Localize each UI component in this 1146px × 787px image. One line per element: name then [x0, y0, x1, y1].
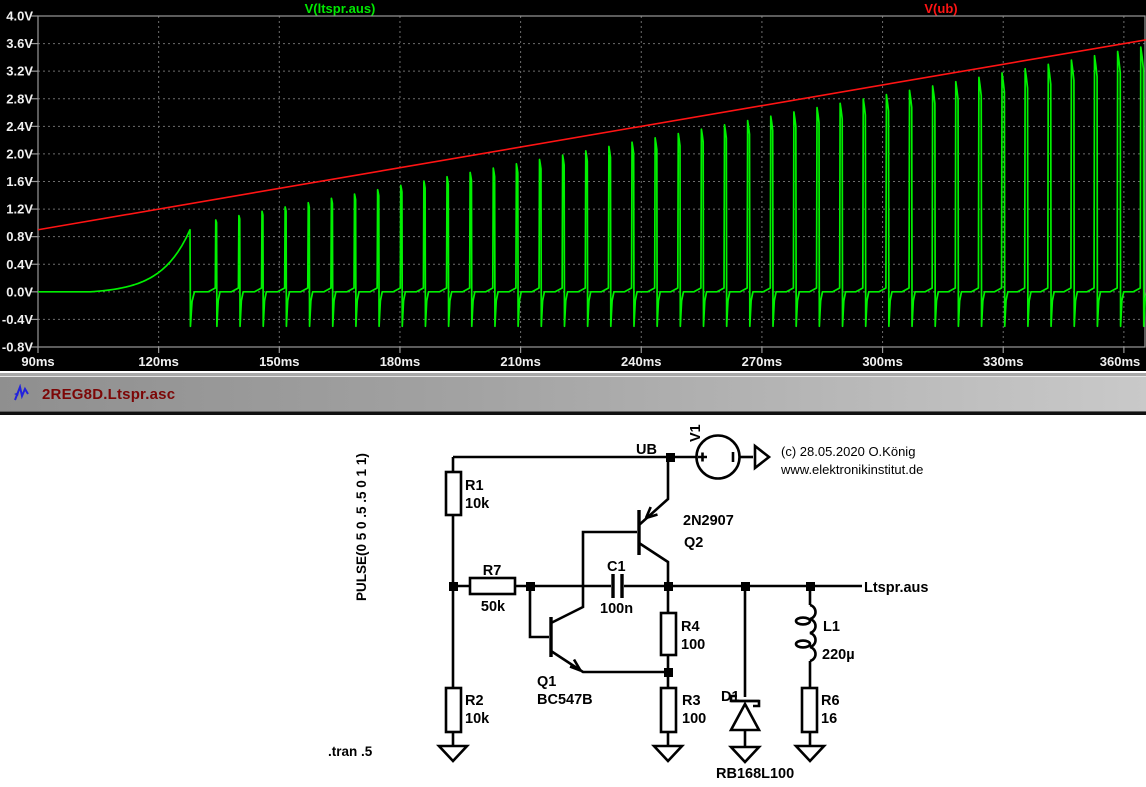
x-axis-label: 150ms	[259, 354, 299, 369]
ltspice-schematic-icon	[14, 384, 29, 401]
q1-value: BC547B	[537, 692, 593, 708]
transistor-q2[interactable]: 2N2907 Q2	[637, 506, 734, 555]
x-axis-label: 90ms	[21, 354, 54, 369]
voltage-source-v1[interactable]: V1	[688, 424, 741, 480]
schematic-canvas[interactable]: R1 10k R2 10k R7 50k C1 100n	[0, 415, 1146, 787]
y-axis-label: 2.8V	[6, 91, 33, 106]
x-axis-label: 360ms	[1100, 354, 1140, 369]
x-axis-label: 270ms	[742, 354, 782, 369]
y-axis-label: -0.8V	[2, 340, 33, 355]
copyright-line2: www.elektronikinstitut.de	[780, 462, 923, 477]
tran-directive: .tran .5	[328, 744, 373, 759]
x-axis-label: 240ms	[621, 354, 661, 369]
r2-value: 10k	[465, 711, 490, 727]
resistor-r6[interactable]: R6 16	[800, 686, 840, 734]
r6-ref: R6	[821, 693, 840, 709]
q2-ref: Q2	[684, 535, 703, 551]
trace-label[interactable]: V(ub)	[924, 1, 957, 16]
resistor-r2[interactable]: R2 10k	[444, 686, 490, 734]
y-axis-label: 2.4V	[6, 119, 33, 134]
r6-value: 16	[821, 711, 837, 727]
v1-ref: V1	[688, 424, 704, 442]
schematic-titlebar[interactable]: 2REG8D.Ltspr.asc	[0, 376, 1146, 412]
trace-label[interactable]: V(ltspr.aus)	[305, 1, 376, 16]
x-axis-label: 180ms	[380, 354, 420, 369]
d1-ref: D1	[721, 689, 740, 705]
transistor-q1[interactable]: Q1 BC547B	[537, 617, 593, 708]
y-axis-label: 1.2V	[6, 202, 33, 217]
pane-splitter[interactable]	[0, 370, 1146, 376]
y-axis-label: 2.0V	[6, 146, 33, 161]
resistor-r1[interactable]: R1 10k	[444, 470, 490, 517]
y-axis-label: 0.8V	[6, 229, 33, 244]
y-axis-label: 1.6V	[6, 174, 33, 189]
x-axis-label: 210ms	[500, 354, 540, 369]
inductor-l1[interactable]: L1 220µ	[794, 603, 855, 663]
capacitor-c1[interactable]: C1 100n	[600, 559, 633, 617]
y-axis-label: 0.0V	[6, 284, 33, 299]
titlebar-bottom-border	[0, 412, 1146, 415]
diode-d1[interactable]: D1 RB168L100	[716, 689, 794, 782]
r7-ref: R7	[483, 563, 502, 579]
wires	[451, 455, 862, 747]
v1-pulse-value: PULSE(0 5 0 .5 .5 0 1 1)	[354, 453, 369, 601]
r1-ref: R1	[465, 478, 484, 494]
waveform-plot[interactable]: 4.0V 3.6V 3.2V 2.8V 2.4V 2.0V 1.6V 1.2V 0.8V 0.4V…	[0, 0, 1146, 370]
y-axis-label: -0.4V	[2, 312, 33, 327]
junction-dots	[449, 453, 815, 677]
schematic-title: 2REG8D.Ltspr.asc	[42, 385, 176, 403]
y-axis-label: 4.0V	[6, 9, 33, 24]
resistor-r7[interactable]: R7 50k	[468, 563, 517, 615]
x-axis-label: 330ms	[983, 354, 1023, 369]
r2-ref: R2	[465, 693, 484, 709]
r3-ref: R3	[682, 693, 701, 709]
x-axis-label: 120ms	[138, 354, 178, 369]
q2-value: 2N2907	[683, 513, 734, 529]
r3-value: 100	[682, 711, 706, 727]
l1-value: 220µ	[822, 647, 855, 663]
r7-value: 50k	[481, 599, 506, 615]
waveform-pane[interactable]: 4.0V 3.6V 3.2V 2.8V 2.4V 2.0V 1.6V 1.2V 0.8V 0.4V…	[0, 0, 1146, 370]
resistor-r3[interactable]: R3 100	[659, 686, 706, 734]
trace-v-ltspr-aus	[38, 46, 1146, 328]
ground-symbols	[436, 443, 827, 764]
y-axis-label: 3.2V	[6, 64, 33, 79]
r1-value: 10k	[465, 496, 490, 512]
y-axis-label: 3.6V	[6, 36, 33, 51]
d1-value: RB168L100	[716, 766, 794, 782]
l1-ref: L1	[823, 619, 840, 635]
r4-ref: R4	[681, 619, 700, 635]
y-axis-label: 0.4V	[6, 257, 33, 272]
net-label-ltspr-aus: Ltspr.aus	[864, 580, 928, 596]
net-label-ub: UB	[636, 442, 657, 458]
schematic-pane[interactable]: R1 10k R2 10k R7 50k C1 100n	[0, 415, 1146, 787]
r4-value: 100	[681, 637, 705, 653]
c1-ref: C1	[607, 559, 626, 575]
q1-ref: Q1	[537, 674, 556, 690]
c1-value: 100n	[600, 601, 633, 617]
copyright-line1: (c) 28.05.2020 O.König	[781, 444, 915, 459]
x-axis-label: 300ms	[862, 354, 902, 369]
resistor-r4[interactable]: R4 100	[659, 611, 705, 657]
